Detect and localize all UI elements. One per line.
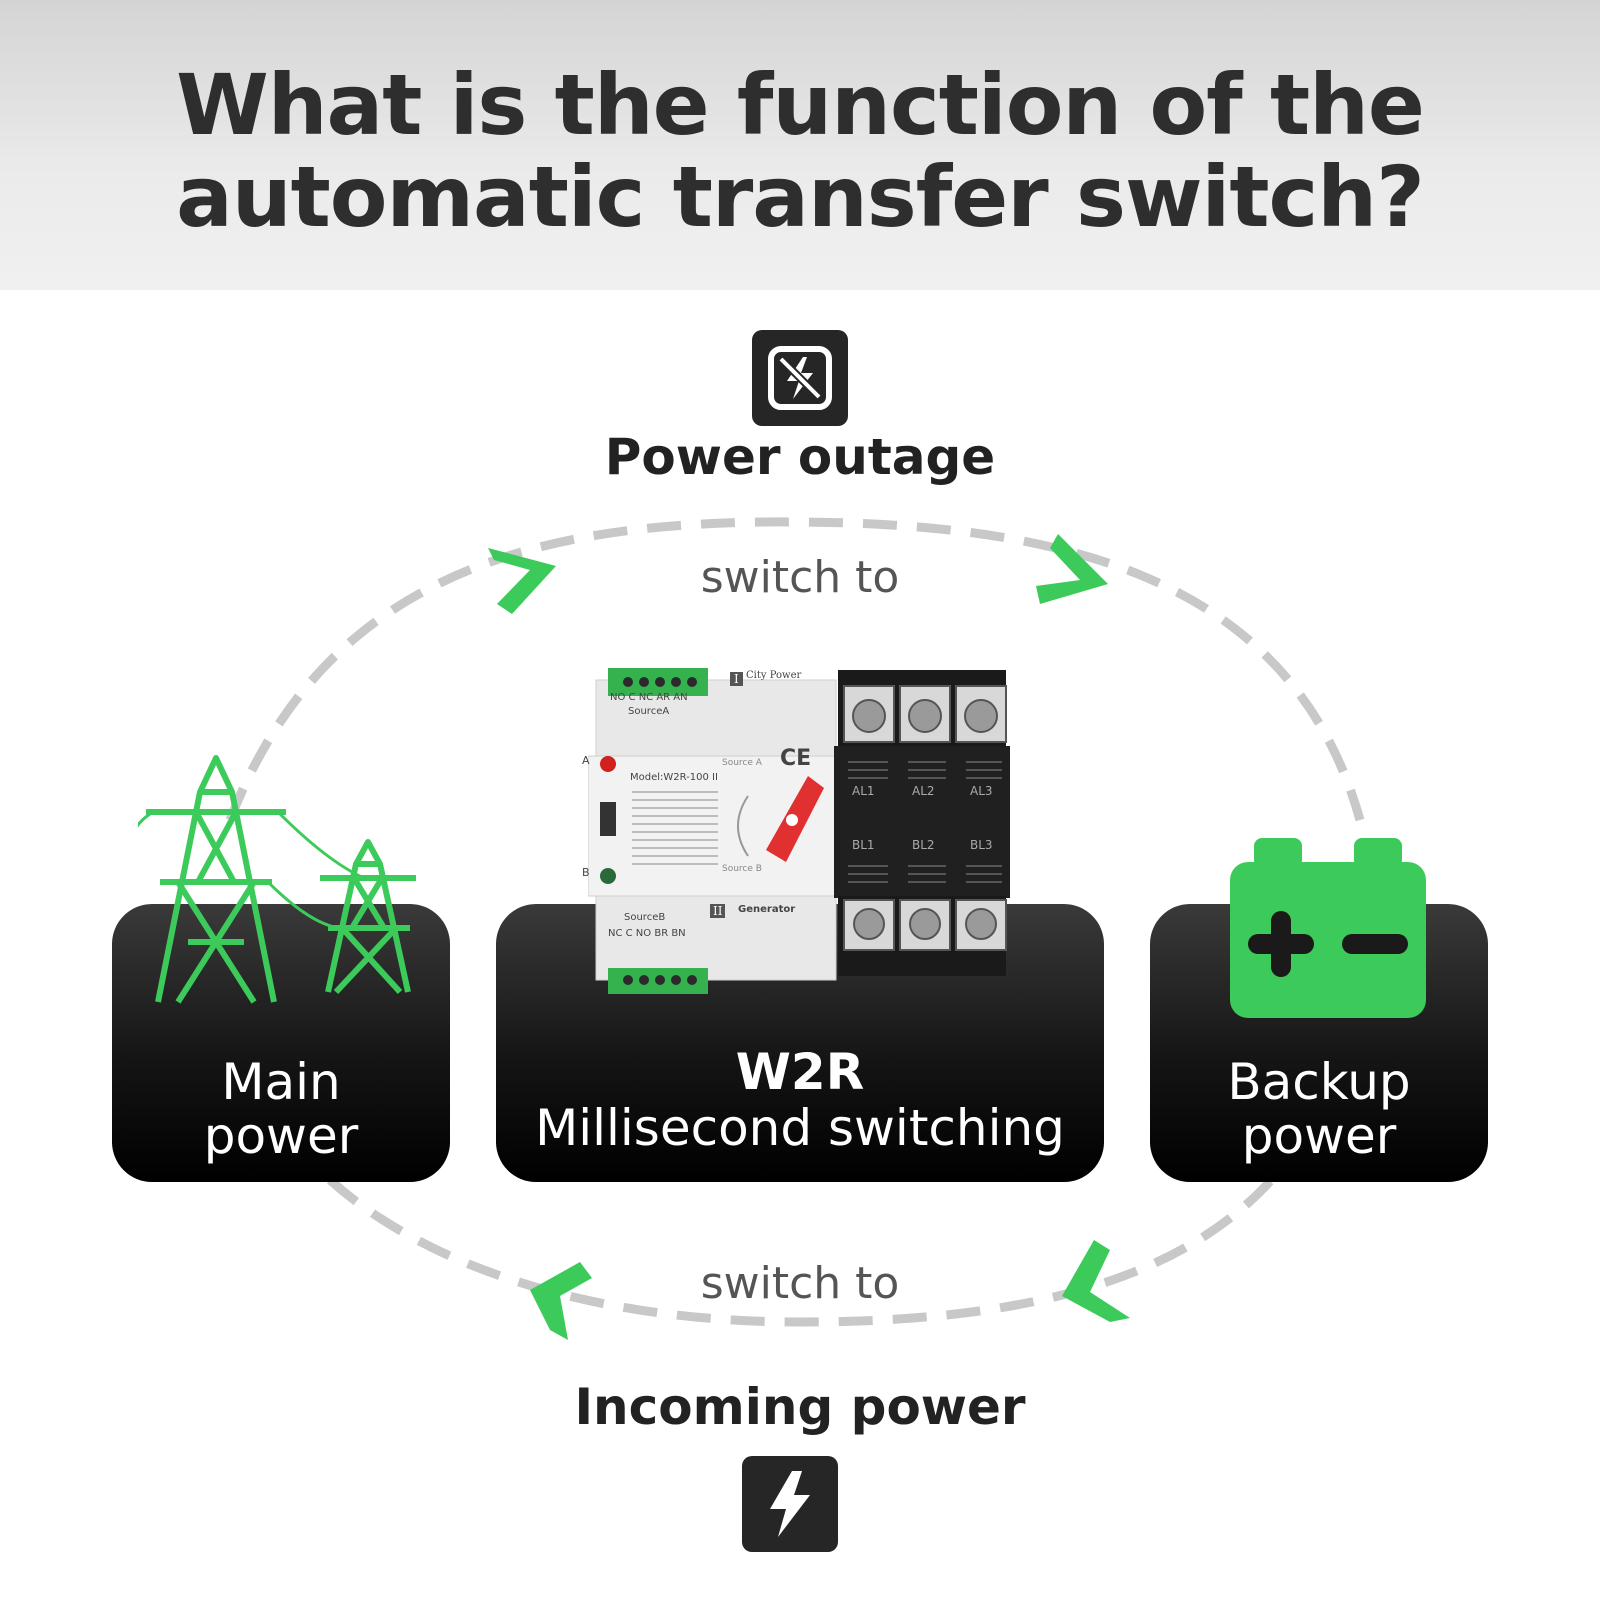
device-sourceA-terminals: NO C NC AR AN <box>610 692 688 703</box>
title-line-1: What is the function of the <box>176 56 1425 154</box>
device-sourceB-terminals: NC C NO BR BN <box>608 928 686 939</box>
device-roman-2: II <box>710 904 726 918</box>
device-al2: AL2 <box>912 784 935 798</box>
switch-to-bottom-label: switch to <box>700 1258 900 1309</box>
device-bl2: BL2 <box>912 838 935 852</box>
w2r-subtitle: Millisecond switching <box>535 1099 1065 1157</box>
device-al1: AL1 <box>852 784 875 798</box>
device-generator: Generator <box>738 904 796 915</box>
device-bl1: BL1 <box>852 838 875 852</box>
device-roman-1: I <box>730 672 743 686</box>
switch-to-top-label: switch to <box>700 552 900 603</box>
bottom-dashed-arc <box>326 1167 1284 1327</box>
device-source-a: Source A <box>722 758 762 768</box>
power-tower-icon <box>138 755 416 1004</box>
device-city-power: City Power <box>746 670 802 681</box>
device-model: Model:W2R-100 II <box>630 772 718 783</box>
device-ce-mark: CE <box>780 746 812 771</box>
w2r-title: W2R <box>735 1043 865 1101</box>
device-source-b: Source B <box>722 864 762 874</box>
chevron-right-top-right-icon <box>1036 534 1108 604</box>
main-power-line2: power <box>203 1107 359 1165</box>
header-banner: What is the function of the automatic tr… <box>0 0 1600 290</box>
title-line-2: automatic transfer switch? <box>176 148 1425 246</box>
top-dashed-arc <box>225 517 1365 822</box>
power-outage-icon <box>752 330 848 426</box>
device-bl3: BL3 <box>970 838 993 852</box>
chevron-left-bottom-right-icon <box>1062 1240 1130 1322</box>
device-letter-b: B <box>582 866 590 879</box>
device-al3: AL3 <box>970 784 993 798</box>
transfer-switch-device: NO C NC AR AN SourceA I City Power A Mod… <box>582 666 1018 996</box>
chevron-left-bottom-left-icon <box>530 1262 592 1340</box>
device-letter-a: A <box>582 754 590 767</box>
device-sourceB-label: SourceB <box>624 912 666 923</box>
device-sourceA-label: SourceA <box>628 706 670 717</box>
battery-icon <box>1230 838 1426 1018</box>
chevron-right-top-left-icon <box>488 548 556 614</box>
lightning-bolt-icon <box>742 1456 838 1552</box>
power-outage-caption: Power outage <box>604 428 996 486</box>
incoming-power-caption: Incoming power <box>574 1378 1026 1436</box>
backup-power-line2: power <box>1241 1107 1397 1165</box>
backup-power-line1: Backup <box>1227 1053 1411 1111</box>
main-power-line1: Main <box>221 1053 341 1111</box>
